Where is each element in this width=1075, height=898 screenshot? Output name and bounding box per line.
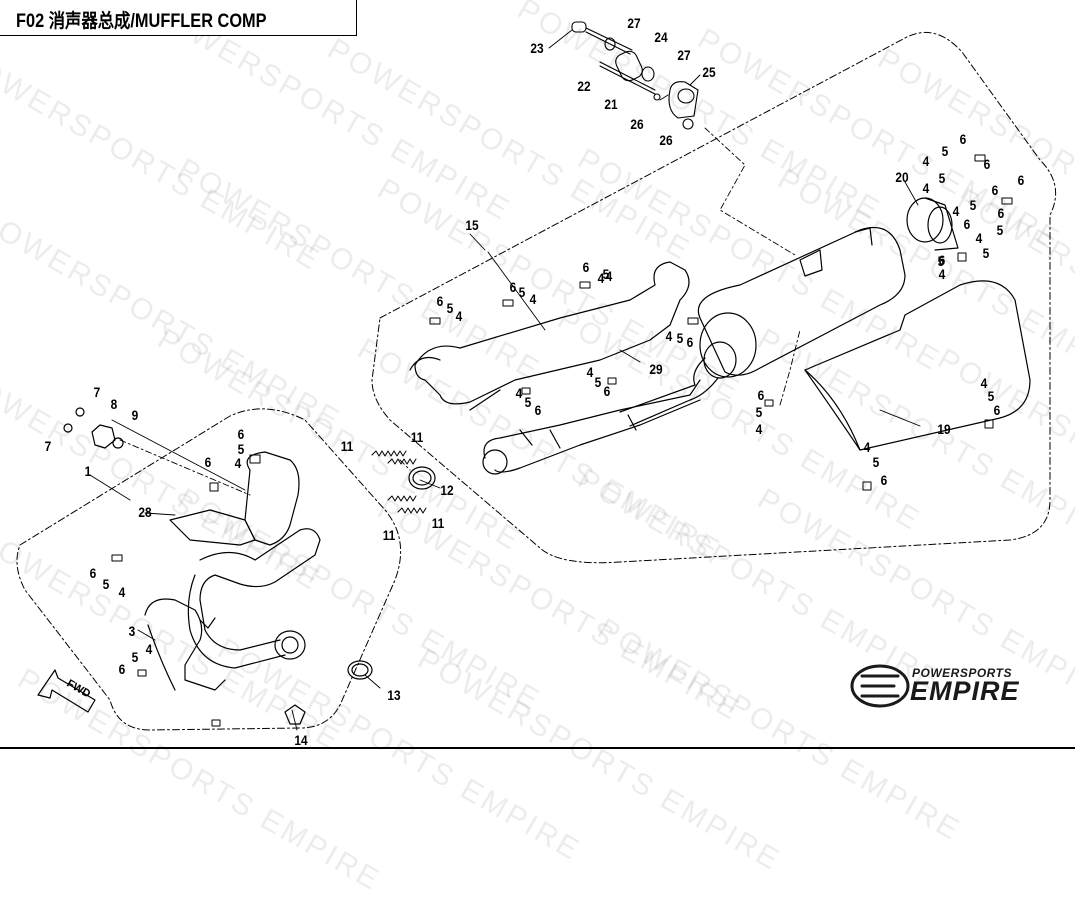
callout-7a: 7 bbox=[94, 384, 101, 400]
callout-5j: 5 bbox=[595, 374, 602, 390]
callout-26b: 26 bbox=[659, 132, 672, 148]
callout-12: 12 bbox=[440, 482, 453, 498]
callout-5b: 5 bbox=[939, 170, 946, 186]
callout-5c: 5 bbox=[970, 197, 977, 213]
callout-4i: 4 bbox=[666, 328, 673, 344]
header-pipe-1 bbox=[170, 452, 320, 668]
callout-4a: 4 bbox=[923, 153, 930, 169]
callout-6j: 6 bbox=[437, 293, 444, 309]
callout-28: 28 bbox=[138, 504, 151, 520]
callout-22: 22 bbox=[577, 78, 590, 94]
callout-29: 29 bbox=[649, 361, 662, 377]
callout-6k: 6 bbox=[687, 334, 694, 350]
callout-4d: 4 bbox=[976, 230, 983, 246]
callout-24: 24 bbox=[654, 29, 667, 45]
leader-lines bbox=[90, 30, 920, 730]
callout-27a: 27 bbox=[627, 15, 640, 31]
callout-5d: 5 bbox=[997, 222, 1004, 238]
callout-6p: 6 bbox=[881, 472, 888, 488]
callout-21: 21 bbox=[604, 96, 617, 112]
fasteners bbox=[112, 155, 1012, 726]
callout-6e: 6 bbox=[998, 205, 1005, 221]
callout-7b: 7 bbox=[45, 438, 52, 454]
flange-8 bbox=[64, 408, 123, 448]
callout-5e: 5 bbox=[983, 245, 990, 261]
callout-27b: 27 bbox=[677, 47, 690, 63]
callout-6h: 6 bbox=[583, 259, 590, 275]
callout-1: 1 bbox=[85, 463, 92, 479]
callout-4j: 4 bbox=[587, 364, 594, 380]
end-cap-20 bbox=[907, 198, 958, 250]
callout-3: 3 bbox=[129, 623, 136, 639]
callout-15: 15 bbox=[465, 217, 478, 233]
callout-5i: 5 bbox=[677, 330, 684, 346]
callout-6d: 6 bbox=[1018, 172, 1025, 188]
callout-4h: 4 bbox=[456, 308, 463, 324]
callout-4n: 4 bbox=[864, 439, 871, 455]
callout-8: 8 bbox=[111, 396, 118, 412]
callout-5r: 5 bbox=[132, 649, 139, 665]
callout-6l: 6 bbox=[604, 383, 611, 399]
callout-25: 25 bbox=[702, 64, 715, 80]
callout-6c: 6 bbox=[992, 182, 999, 198]
brand-logo: POWERSPORTS EMPIRE bbox=[848, 662, 1048, 710]
callout-6r: 6 bbox=[205, 454, 212, 470]
callout-4b: 4 bbox=[923, 180, 930, 196]
callout-6f: 6 bbox=[964, 216, 971, 232]
callout-5l: 5 bbox=[756, 404, 763, 420]
callout-6t: 6 bbox=[119, 661, 126, 677]
callout-4r: 4 bbox=[146, 641, 153, 657]
callout-6s: 6 bbox=[90, 565, 97, 581]
callout-13: 13 bbox=[387, 687, 400, 703]
callout-5a: 5 bbox=[942, 143, 949, 159]
callout-6i: 6 bbox=[510, 279, 517, 295]
callout-11a: 11 bbox=[341, 438, 354, 454]
callout-5n: 5 bbox=[873, 454, 880, 470]
callout-5o: 5 bbox=[603, 266, 610, 282]
callout-26a: 26 bbox=[630, 116, 643, 132]
header-pipe-3 bbox=[145, 599, 225, 690]
callout-11b: 11 bbox=[411, 429, 424, 445]
callout-4c: 4 bbox=[953, 203, 960, 219]
callout-11d: 11 bbox=[432, 515, 445, 531]
callout-6a: 6 bbox=[960, 131, 967, 147]
callout-11c: 11 bbox=[383, 527, 396, 543]
callout-20: 20 bbox=[895, 169, 908, 185]
logo-name: EMPIRE bbox=[910, 676, 1020, 707]
callout-5f: 5 bbox=[938, 253, 945, 269]
page-title: F02 消声器总成/MUFFLER COMP bbox=[16, 6, 267, 33]
callout-4p: 4 bbox=[235, 455, 242, 471]
callout-19: 19 bbox=[937, 421, 950, 437]
springs bbox=[372, 451, 426, 513]
heat-shield-29 bbox=[410, 262, 689, 410]
frame-bottom-rule bbox=[0, 747, 1075, 749]
muffler-group-outline bbox=[372, 32, 1056, 562]
callout-23: 23 bbox=[530, 40, 543, 56]
exploded-view-drawing bbox=[0, 0, 1075, 750]
callout-5k: 5 bbox=[525, 394, 532, 410]
callout-4l: 4 bbox=[756, 421, 763, 437]
callout-6n: 6 bbox=[758, 387, 765, 403]
callout-4k: 4 bbox=[516, 385, 523, 401]
title-box: F02 消声器总成/MUFFLER COMP bbox=[0, 0, 357, 36]
callout-6b: 6 bbox=[984, 156, 991, 172]
mount-hardware bbox=[572, 22, 698, 129]
callout-9: 9 bbox=[132, 407, 139, 423]
callout-4q: 4 bbox=[119, 584, 126, 600]
callout-14: 14 bbox=[294, 732, 307, 748]
callout-5h: 5 bbox=[447, 300, 454, 316]
callout-4m: 4 bbox=[981, 375, 988, 391]
callout-5g: 5 bbox=[519, 284, 526, 300]
callout-6o: 6 bbox=[994, 402, 1001, 418]
callout-6q: 6 bbox=[238, 426, 245, 442]
callout-5q: 5 bbox=[103, 576, 110, 592]
callout-4g: 4 bbox=[530, 291, 537, 307]
callout-6m: 6 bbox=[535, 402, 542, 418]
